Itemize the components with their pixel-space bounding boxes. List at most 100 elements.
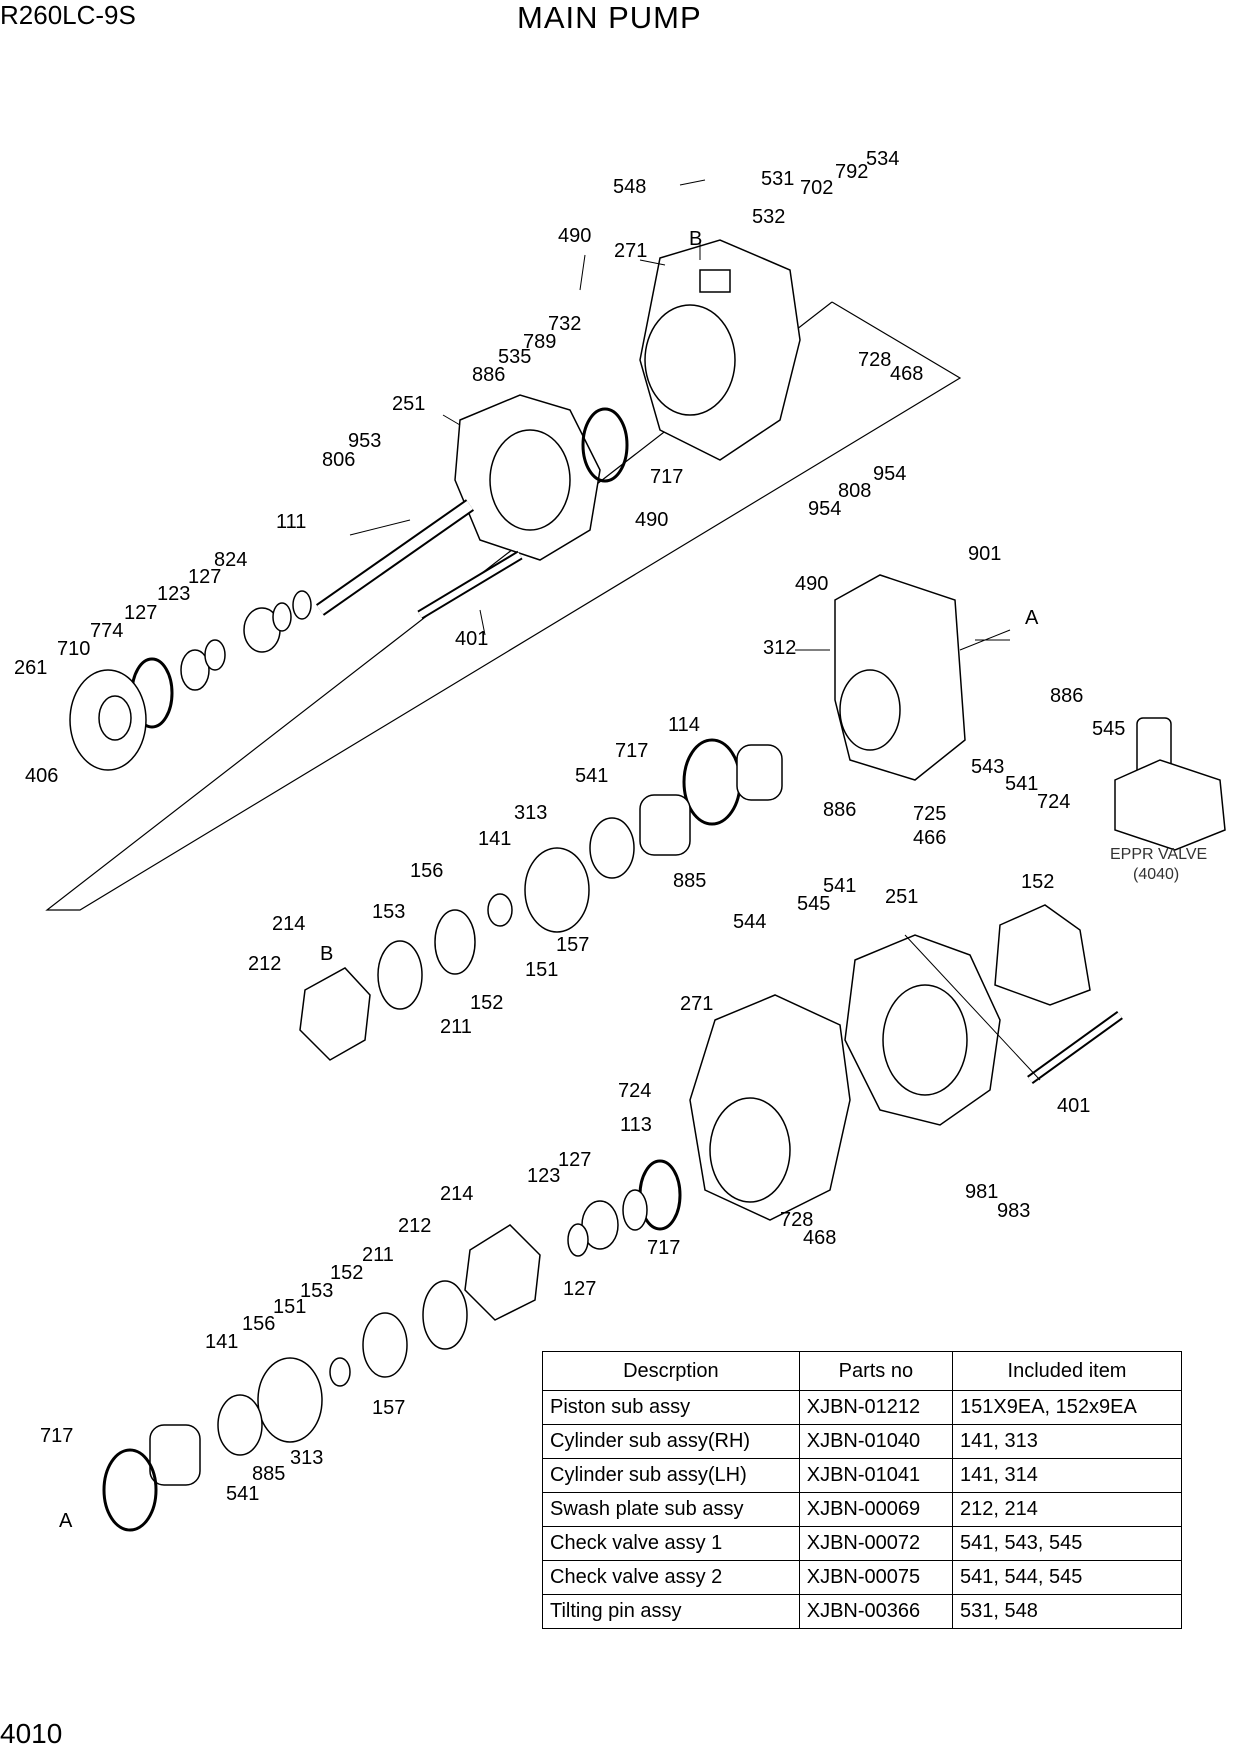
cell: 212, 214 bbox=[952, 1492, 1182, 1527]
diagram-part bbox=[839, 669, 901, 751]
diagram-part bbox=[524, 847, 590, 933]
diagram-part bbox=[377, 940, 423, 1010]
cell: XJBN-00069 bbox=[798, 1492, 954, 1527]
callout-141-a: 141 bbox=[478, 828, 511, 850]
cell: Cylinder sub assy(RH) bbox=[542, 1424, 800, 1459]
diagram-part bbox=[464, 1224, 541, 1321]
callout-548: 548 bbox=[613, 176, 646, 198]
callout-152-a: 152 bbox=[470, 992, 503, 1014]
diagram-part bbox=[272, 602, 292, 632]
cell: 151X9EA, 152x9EA bbox=[952, 1390, 1182, 1425]
block-312 bbox=[834, 574, 966, 781]
callout-251-a: 251 bbox=[392, 393, 425, 415]
callout-468-b: 468 bbox=[803, 1227, 836, 1249]
callout-312: 312 bbox=[763, 637, 796, 659]
housing-271-top bbox=[639, 239, 801, 461]
diagram-part bbox=[904, 934, 1041, 1081]
callout-401-a: 401 bbox=[455, 628, 488, 650]
diagram-part bbox=[204, 639, 226, 671]
diagram-part bbox=[362, 1312, 408, 1378]
callout-532: 532 bbox=[752, 206, 785, 228]
sub-assembly-table: Descrption Parts no Included item Piston… bbox=[542, 1351, 1182, 1629]
col-included-item: Included item bbox=[952, 1351, 1182, 1391]
diagram-part bbox=[489, 429, 571, 531]
callout-271-b: 271 bbox=[680, 993, 713, 1015]
housing-271-bottom bbox=[689, 994, 851, 1221]
callout-983: 983 bbox=[997, 1200, 1030, 1222]
callout-886-b: 886 bbox=[1050, 685, 1083, 707]
callout-954-b: 954 bbox=[808, 498, 841, 520]
callout-124-b: 541 bbox=[226, 1483, 259, 1505]
callout-901: 901 bbox=[968, 543, 1001, 565]
callout-151-a: 151 bbox=[525, 959, 558, 981]
col-description: Descrption bbox=[542, 1351, 800, 1391]
cell: Swash plate sub assy bbox=[542, 1492, 800, 1527]
diagram-part bbox=[317, 500, 473, 615]
diagram-part bbox=[622, 1189, 648, 1231]
flange-251-bottom bbox=[844, 934, 1001, 1126]
callout-127-b: 127 bbox=[124, 602, 157, 624]
diagram-part bbox=[292, 590, 312, 620]
callout-261: 261 bbox=[14, 657, 47, 679]
callout-157-b: 157 bbox=[372, 1397, 405, 1419]
callout-271-a: 271 bbox=[614, 240, 647, 262]
callout-A-b: A bbox=[59, 1510, 73, 1532]
diagram-part bbox=[479, 609, 486, 636]
callout-141-b: 141 bbox=[205, 1331, 238, 1353]
callout-806: 806 bbox=[322, 449, 355, 471]
cell: 141, 313 bbox=[952, 1424, 1182, 1459]
callout-113: 113 bbox=[620, 1114, 652, 1136]
cover-261 bbox=[69, 669, 147, 771]
diagram-part bbox=[567, 1223, 589, 1257]
callout-153-b: 153 bbox=[300, 1280, 333, 1302]
callout-406: 406 bbox=[25, 765, 58, 787]
callout-124-a: 541 bbox=[575, 765, 608, 787]
diagram-part bbox=[487, 893, 513, 927]
callout-717-a: 717 bbox=[650, 466, 683, 488]
diagram-part bbox=[349, 519, 411, 536]
callout-123-a: 123 bbox=[157, 583, 190, 605]
callout-541-a: 541 bbox=[1005, 773, 1038, 795]
diagram-part bbox=[579, 254, 586, 291]
diagram-part bbox=[709, 1097, 791, 1203]
callout-152-b: 152 bbox=[330, 1262, 363, 1284]
diagram-part bbox=[882, 984, 968, 1096]
diagram-part bbox=[98, 695, 132, 741]
callout-885-b: 885 bbox=[252, 1463, 285, 1485]
diagram-part bbox=[149, 1424, 201, 1486]
callout-545-a: 545 bbox=[1092, 718, 1125, 740]
callout-212-a: 212 bbox=[248, 953, 281, 975]
model-number: R260LC-9S bbox=[0, 0, 136, 30]
callout-111: 111 bbox=[276, 511, 306, 533]
diagram-part bbox=[418, 552, 522, 618]
callout-774: 774 bbox=[90, 620, 123, 642]
callout-214-a: 214 bbox=[272, 913, 305, 935]
oring-717-top bbox=[581, 407, 629, 483]
cell: 141, 314 bbox=[952, 1458, 1182, 1493]
callout-401-b: 401 bbox=[1057, 1095, 1090, 1117]
diagram-part bbox=[299, 967, 371, 1061]
callout-466: 466 bbox=[913, 827, 946, 849]
diagram-part bbox=[679, 179, 706, 186]
cell: XJBN-01212 bbox=[798, 1390, 954, 1425]
callout-717-b: 717 bbox=[615, 740, 648, 762]
callout-808: 808 bbox=[838, 480, 871, 502]
cell: XJBN-00072 bbox=[798, 1526, 954, 1561]
eppr-valve-ref: (4040) bbox=[1133, 866, 1180, 883]
diagram-part bbox=[959, 629, 1011, 651]
callout-251-b: 251 bbox=[885, 886, 918, 908]
callout-B-b: B bbox=[320, 943, 333, 965]
callout-314: 313 bbox=[290, 1447, 323, 1469]
table-header-row: Descrption Parts no Included item bbox=[542, 1351, 1182, 1391]
pump-04 bbox=[994, 904, 1091, 1006]
callout-313: 313 bbox=[514, 802, 547, 824]
diagram-part bbox=[644, 304, 736, 416]
diagram-part bbox=[180, 649, 210, 691]
diagram-part bbox=[736, 744, 783, 801]
diagram-part bbox=[442, 414, 461, 426]
